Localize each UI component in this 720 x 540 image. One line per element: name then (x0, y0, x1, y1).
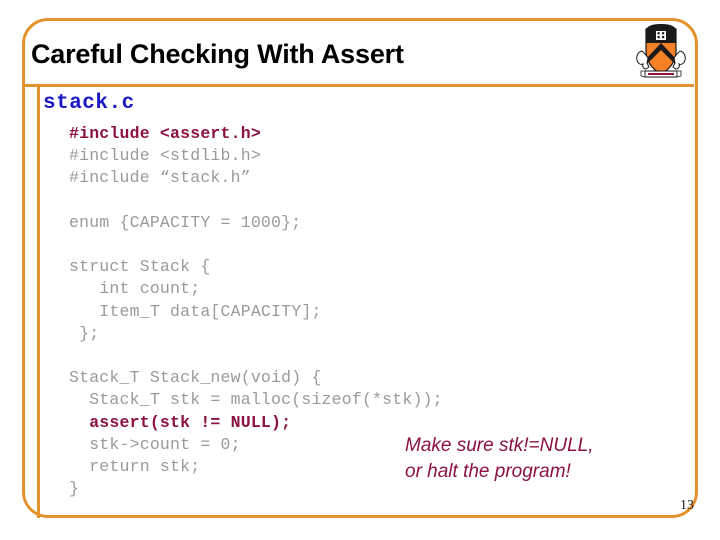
code-filename-label: stack.c (43, 92, 135, 115)
code-line: } (69, 479, 80, 499)
code-line (69, 345, 443, 367)
code-line (69, 190, 443, 212)
code-line: stk->count = 0; (69, 434, 241, 454)
code-line: #include <assert.h> (69, 124, 261, 143)
code-line: #include <stdlib.h> (69, 146, 261, 166)
page-title: Careful Checking With Assert (31, 39, 404, 69)
code-line: Stack_T Stack_new(void) { (69, 368, 322, 388)
code-block: #include <assert.h> #include <stdlib.h>#i… (69, 123, 443, 500)
body-left-rule (37, 84, 40, 518)
code-line (69, 234, 443, 256)
code-line: enum {CAPACITY = 1000}; (69, 212, 302, 232)
code-line: #include “stack.h” (69, 168, 251, 188)
code-line: int count; (69, 279, 201, 299)
code-line: return stk; (69, 457, 201, 476)
princeton-shield-logo (628, 21, 694, 83)
annotation-callout: Make sure stk!=NULL, or halt the program… (405, 435, 594, 482)
code-line: }; (69, 323, 100, 343)
page-number: 13 (680, 498, 694, 513)
slide-border-frame (22, 18, 698, 518)
code-line: Stack_T stk = malloc(sizeof(*stk)); (69, 390, 443, 410)
code-line: struct Stack { (69, 257, 211, 277)
title-divider-rule (22, 84, 694, 87)
code-line: assert(stk != NULL); (69, 412, 292, 432)
code-line: Item_T data[CAPACITY]; (69, 301, 322, 321)
